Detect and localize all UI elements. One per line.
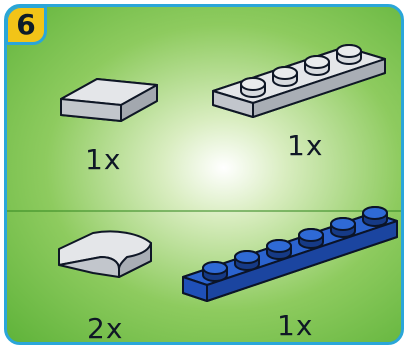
instruction-panel: 6 1x 1x 2x bbox=[4, 4, 404, 345]
part-quantity-4: 1x bbox=[277, 309, 314, 342]
smooth-tile-1x2-icon bbox=[60, 78, 158, 122]
part-quantity-1: 1x bbox=[85, 143, 122, 176]
plate-1x4-icon bbox=[212, 44, 386, 118]
panel-divider bbox=[7, 210, 401, 212]
step-number-badge: 6 bbox=[7, 7, 47, 45]
plate-1x6-icon bbox=[182, 206, 398, 302]
curved-slope-icon bbox=[58, 230, 152, 278]
part-quantity-2: 1x bbox=[287, 129, 324, 162]
part-quantity-3: 2x bbox=[87, 312, 124, 345]
